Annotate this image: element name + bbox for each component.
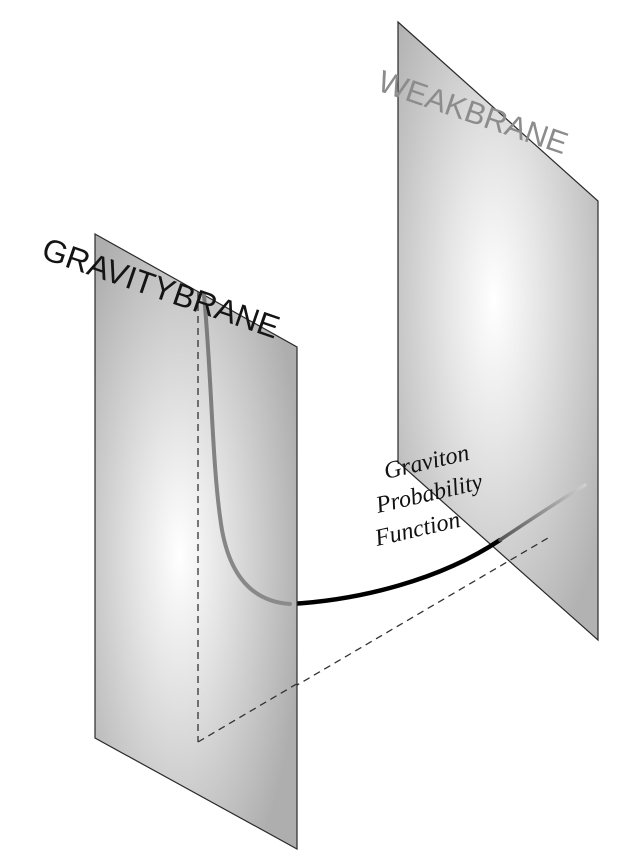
graviton-curve-middle [287,537,503,607]
weakbrane-plane [397,20,599,642]
dashed-floor-line-near [197,681,301,743]
graviton-probability-function-label: Graviton Probability Function [372,440,486,552]
gravitybrane-plane [94,232,298,851]
graviton-curve-tail [498,483,587,542]
dashed-floor-line-far [199,537,549,743]
graviton-curve-brane [202,293,292,606]
